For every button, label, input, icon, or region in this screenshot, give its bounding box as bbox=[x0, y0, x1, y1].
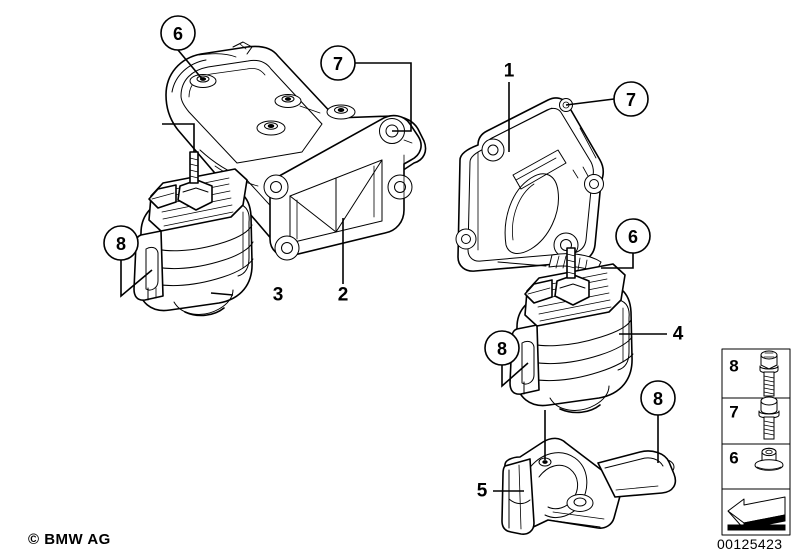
bracket-1-eyelet-bottom-left bbox=[455, 228, 477, 250]
svg-text:8: 8 bbox=[653, 389, 663, 409]
bracket-2-bolt-boss-a bbox=[189, 74, 217, 88]
bracket-2-eyelet-right bbox=[387, 174, 413, 200]
callout-7-left[interactable]: 7 bbox=[320, 45, 356, 81]
callout-8-left[interactable]: 8 bbox=[103, 225, 139, 261]
callout-5[interactable]: 5 bbox=[477, 481, 488, 502]
bracket-2-bolt-boss-d bbox=[326, 104, 356, 120]
legend-row-7: 7 bbox=[729, 396, 780, 440]
svg-text:6: 6 bbox=[628, 227, 638, 247]
bracket-1-eyelet-mid-right bbox=[584, 174, 604, 194]
copyright-notice: © BMW AG bbox=[28, 531, 111, 548]
bracket-2-bolt-boss-b bbox=[274, 94, 302, 108]
svg-text:7: 7 bbox=[333, 54, 343, 74]
legend-ref-8: 8 bbox=[729, 357, 738, 376]
svg-text:6: 6 bbox=[173, 24, 183, 44]
hex-flange-bolt-long-icon bbox=[759, 350, 779, 397]
callout-8-right[interactable]: 8 bbox=[640, 380, 676, 416]
svg-text:8: 8 bbox=[497, 339, 507, 359]
part-1-support-bracket-right bbox=[455, 97, 604, 273]
callout-3[interactable]: 3 bbox=[273, 285, 284, 306]
callout-8-mid[interactable]: 8 bbox=[484, 330, 520, 366]
bracket-2-bolt-boss-c bbox=[256, 120, 286, 136]
hex-flange-nut-icon bbox=[754, 447, 784, 471]
fastener-legend: 8 7 bbox=[721, 348, 791, 536]
diagram-id-number: 00125423 bbox=[717, 536, 783, 552]
part-3-engine-mount-left bbox=[133, 151, 254, 317]
legend-ref-6: 6 bbox=[729, 449, 738, 468]
bracket-1-eyelet-left bbox=[481, 138, 505, 162]
part-2-support-bracket-left bbox=[165, 41, 427, 261]
svg-text:7: 7 bbox=[626, 90, 636, 110]
leader-lines bbox=[120, 49, 667, 492]
arm-5-bolt-hole-front bbox=[566, 494, 594, 512]
legend-row-6: 6 bbox=[729, 447, 784, 471]
bracket-2-eyelet-bottom bbox=[274, 235, 300, 261]
part-5-mount-support-arm bbox=[501, 437, 677, 535]
callout-7-right[interactable]: 7 bbox=[613, 81, 649, 117]
callout-4[interactable]: 4 bbox=[673, 324, 684, 345]
direction-arrow-icon bbox=[727, 496, 786, 531]
svg-text:8: 8 bbox=[116, 234, 126, 254]
hex-flange-bolt-short-icon bbox=[758, 396, 780, 440]
bracket-2-eyelet-mid-left bbox=[263, 174, 289, 200]
callout-6-right[interactable]: 6 bbox=[615, 218, 651, 254]
callout-1[interactable]: 1 bbox=[504, 61, 515, 82]
callout-2[interactable]: 2 bbox=[338, 285, 349, 306]
legend-ref-7: 7 bbox=[729, 403, 738, 422]
legend-row-8: 8 bbox=[729, 350, 779, 397]
part-4-engine-mount-right bbox=[509, 247, 634, 414]
callout-6-left[interactable]: 6 bbox=[160, 15, 196, 51]
